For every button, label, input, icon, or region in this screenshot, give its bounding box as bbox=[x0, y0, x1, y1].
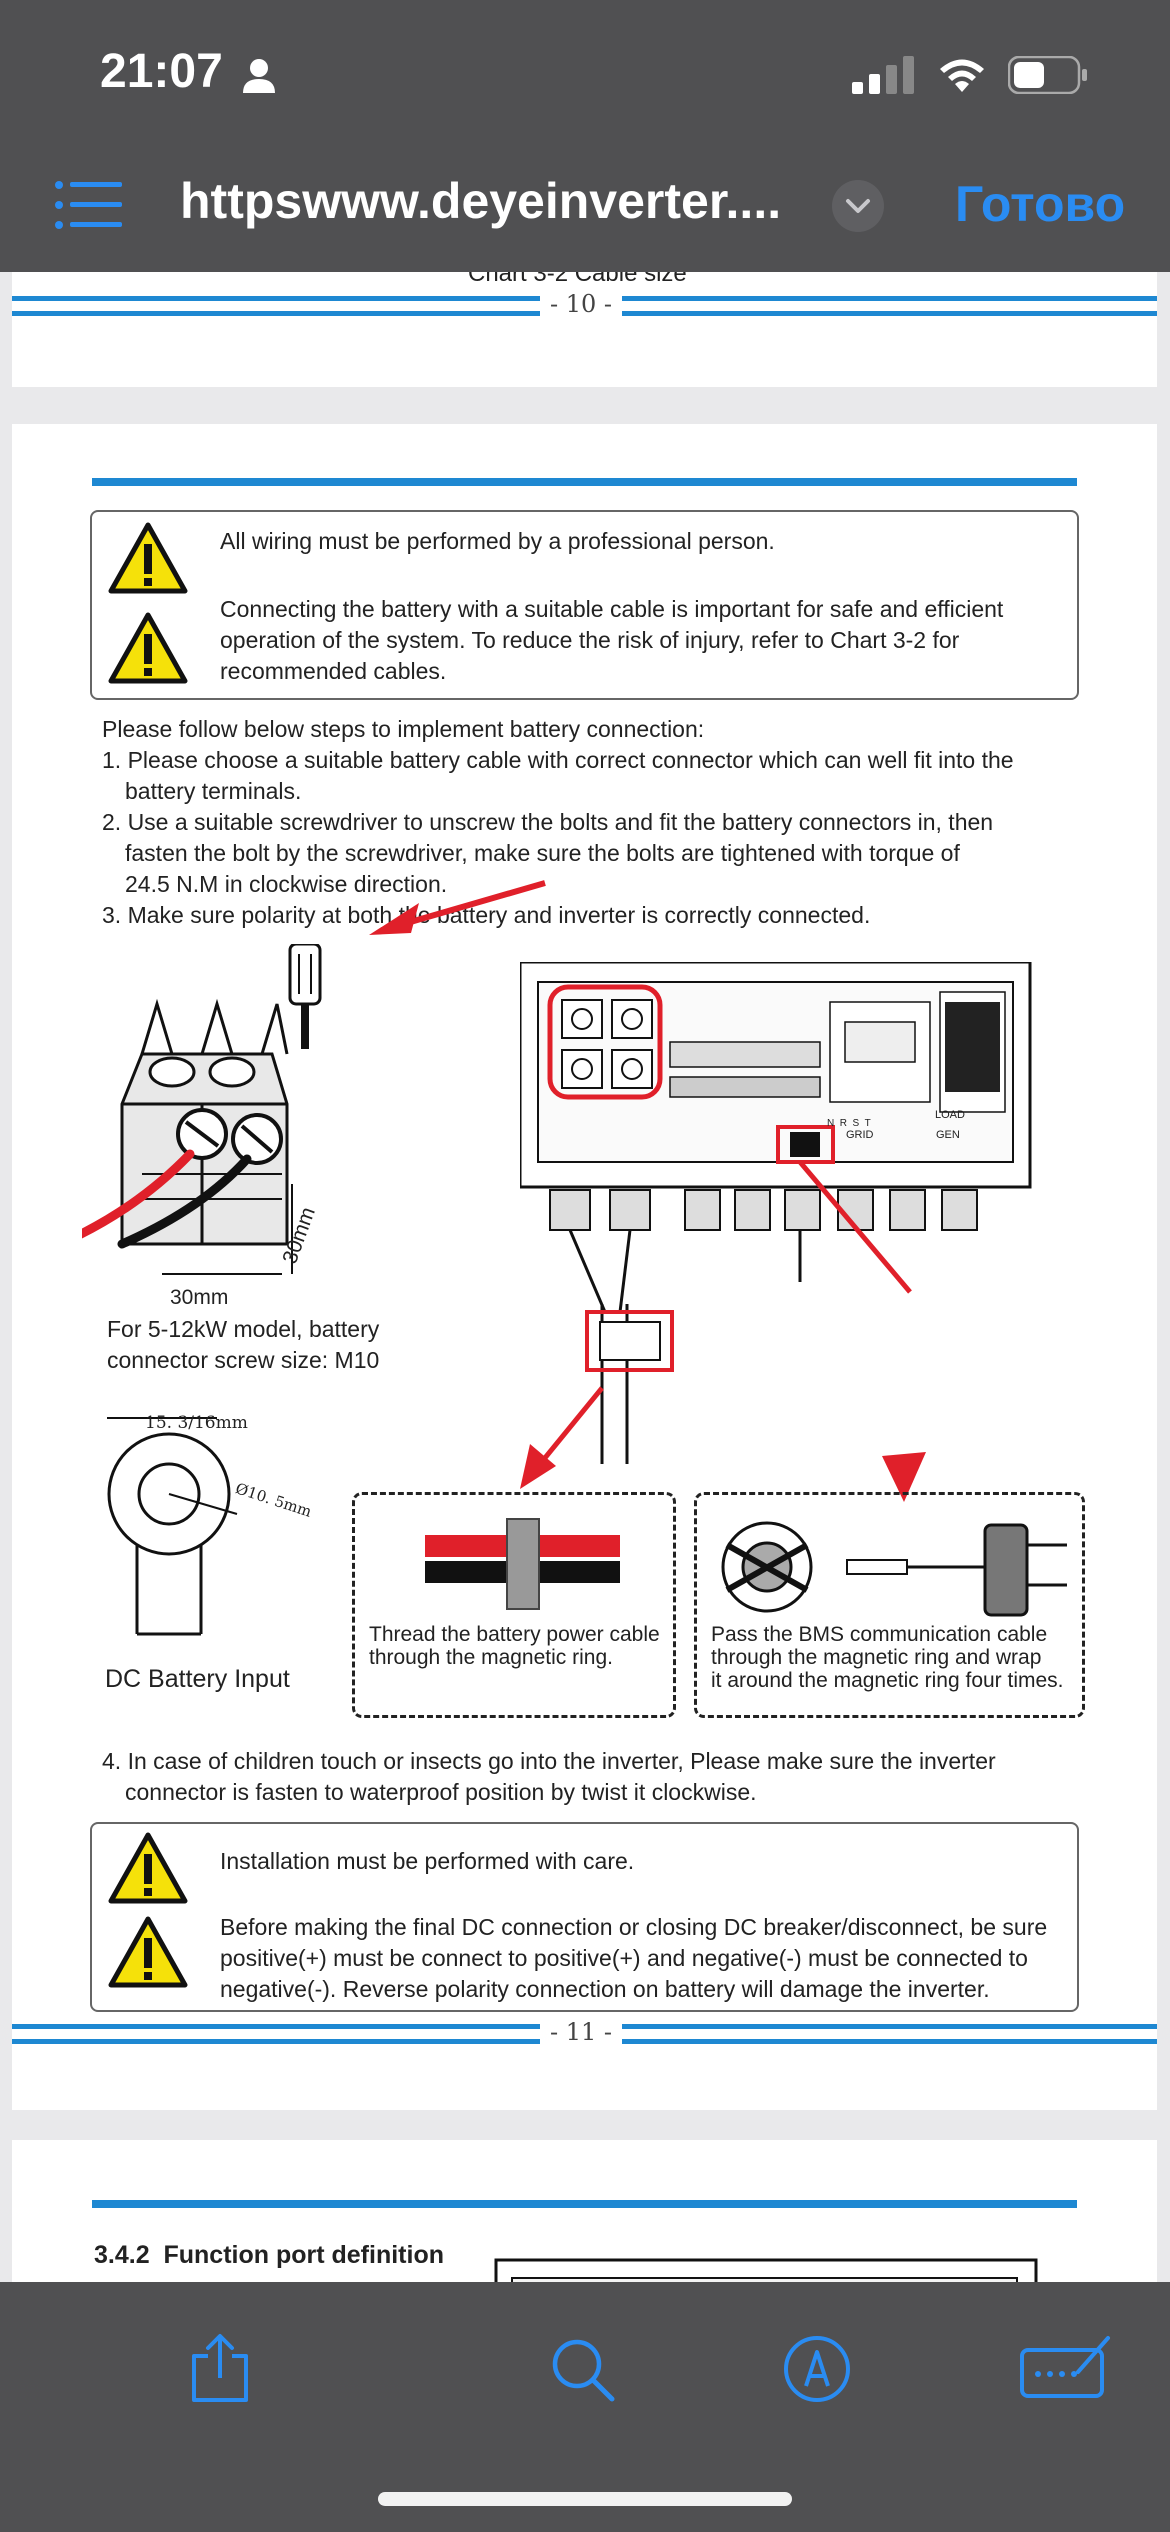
warning-icon bbox=[108, 1916, 188, 1988]
bms-cable-ring-illustration bbox=[721, 1521, 1067, 1617]
ring-caption: Thread the battery power cable bbox=[369, 1623, 660, 1646]
inverter-diagram bbox=[520, 962, 1032, 1312]
terminal-label-gen: GEN bbox=[936, 1129, 960, 1141]
red-arrow bbox=[520, 1386, 604, 1489]
bms-caption: Pass the BMS communication cable bbox=[711, 1623, 1048, 1646]
status-time: 21:07 bbox=[100, 45, 223, 98]
warning-text: operation of the system. To reduce the r… bbox=[220, 627, 960, 653]
warning-text: negative(-). Reverse polarity connection… bbox=[220, 1976, 990, 2002]
step-text: fasten the bolt by the screwdriver, make… bbox=[125, 840, 960, 866]
bms-caption: through the magnetic ring and wrap bbox=[711, 1646, 1042, 1669]
step-text: 2. Use a suitable screwdriver to unscrew… bbox=[102, 809, 994, 835]
step-text: 24.5 N.M in clockwise direction. bbox=[125, 871, 448, 897]
pdf-page-11: All wiring must be performed by a profes… bbox=[12, 424, 1157, 2110]
warning-icon bbox=[108, 522, 188, 594]
steps-intro: Please follow below steps to implement b… bbox=[102, 716, 705, 742]
home-indicator bbox=[378, 2492, 792, 2506]
person-icon bbox=[243, 59, 275, 93]
warning-icon bbox=[108, 612, 188, 684]
ring-lug-diagram bbox=[107, 1417, 238, 1636]
list-icon[interactable] bbox=[54, 180, 122, 230]
search-icon[interactable] bbox=[550, 2337, 616, 2403]
step-text: 4. In case of children touch or insects … bbox=[102, 1748, 996, 1774]
model-note: connector screw size: M10 bbox=[107, 1347, 380, 1373]
step-text: 1. Please choose a suitable battery cabl… bbox=[102, 747, 1014, 773]
page-number: - 11 - bbox=[540, 2018, 623, 2046]
pdf-page-12: 3.4.2 Function port definition bbox=[12, 2140, 1157, 2282]
warning-box: All wiring must be performed by a profes… bbox=[90, 510, 1079, 700]
power-cable-ring-illustration bbox=[425, 1518, 620, 1610]
section-heading: 3.4.2 Function port definition bbox=[94, 2241, 444, 2269]
magnetic-ring-callout: Thread the battery power cable through t… bbox=[352, 1492, 676, 1718]
bms-caption: it around the magnetic ring four times. bbox=[711, 1669, 1064, 1692]
terminal-label-load: LOAD bbox=[935, 1109, 965, 1121]
magnetic-ring-marker bbox=[585, 1304, 674, 1464]
model-note: For 5-12kW model, battery bbox=[107, 1316, 380, 1342]
step-text: 3. Make sure polarity at both the batter… bbox=[102, 902, 871, 928]
warning-text: All wiring must be performed by a profes… bbox=[220, 528, 775, 554]
warning-text: recommended cables. bbox=[220, 658, 447, 684]
warning-text: Connecting the battery with a suitable c… bbox=[220, 596, 1004, 622]
wifi-icon bbox=[940, 59, 984, 92]
inverter-diagram-partial bbox=[494, 2258, 1038, 2282]
done-button[interactable]: Готово bbox=[955, 176, 1126, 232]
page-header-bar bbox=[92, 2200, 1077, 2208]
red-arrow-head bbox=[882, 1452, 926, 1502]
warning-box: Installation must be performed with care… bbox=[90, 1822, 1079, 2012]
warning-icon bbox=[108, 1832, 188, 1904]
pdf-page-10: Chart 3-2 Cable size - 10 - bbox=[12, 272, 1157, 387]
status-bar: 21:07 bbox=[0, 0, 1170, 140]
share-icon[interactable] bbox=[188, 2332, 252, 2404]
ring-caption: through the magnetic ring. bbox=[369, 1646, 613, 1669]
warning-text: positive(+) must be connect to positive(… bbox=[220, 1945, 1028, 1971]
warning-text: Installation must be performed with care… bbox=[220, 1848, 635, 1874]
step-text: battery terminals. bbox=[125, 778, 302, 804]
pdf-viewer[interactable]: Chart 3-2 Cable size - 10 - All wiring m… bbox=[0, 272, 1170, 2282]
nav-bar bbox=[0, 140, 1170, 272]
warning-text: Before making the final DC connection or… bbox=[220, 1914, 1048, 1940]
bms-cable-callout: Pass the BMS communication cable through… bbox=[694, 1492, 1085, 1718]
bottom-toolbar bbox=[0, 2282, 1170, 2532]
lug-caption: DC Battery Input bbox=[105, 1665, 290, 1693]
keyboard-edit-icon[interactable] bbox=[1018, 2332, 1114, 2402]
battery-icon bbox=[1008, 56, 1087, 94]
dimension-label: 30mm bbox=[170, 1286, 229, 1309]
page-number: - 10 - bbox=[540, 290, 623, 318]
page-header-bar bbox=[92, 478, 1077, 486]
red-arrow bbox=[369, 880, 546, 935]
url-title[interactable]: httpswww.deyeinverter.... bbox=[180, 173, 782, 229]
terminal-letters: N R S T bbox=[827, 1118, 871, 1129]
chevron-down-icon[interactable] bbox=[832, 180, 884, 232]
chart-caption: Chart 3-2 Cable size bbox=[468, 272, 687, 287]
markup-icon[interactable] bbox=[782, 2334, 852, 2404]
lug-width-label: 15. 3/16mm bbox=[145, 1413, 248, 1433]
cellular-signal-icon bbox=[852, 56, 914, 94]
battery-terminal-illustration bbox=[82, 944, 322, 1275]
step-text: connector is fasten to waterproof positi… bbox=[125, 1779, 757, 1805]
terminal-label-grid: GRID bbox=[846, 1129, 874, 1141]
